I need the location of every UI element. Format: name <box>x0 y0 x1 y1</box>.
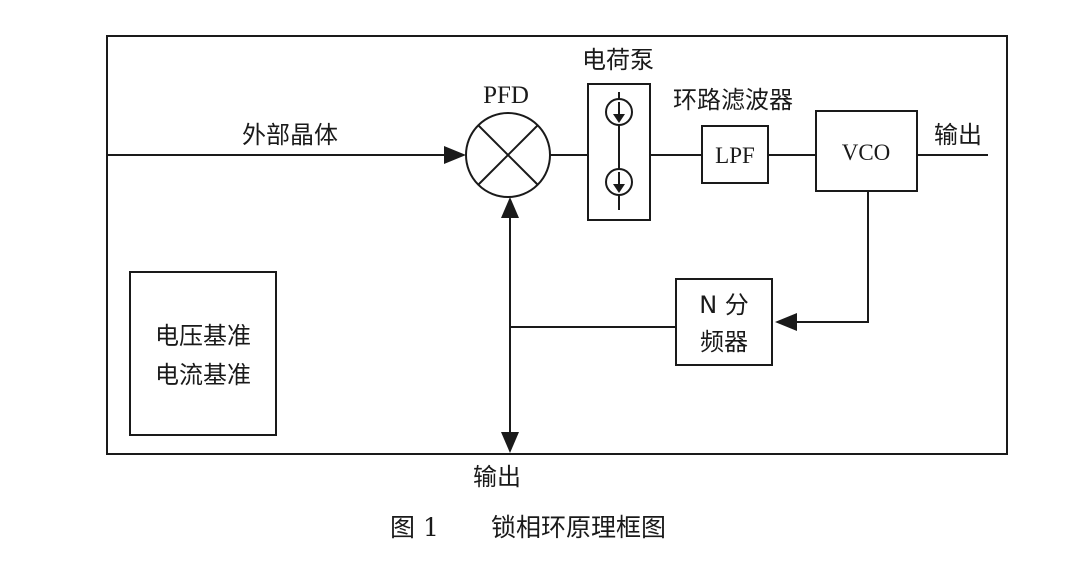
vco-label: VCO <box>842 140 891 165</box>
caption-number: 图 1 <box>390 513 439 542</box>
reference-label-line1: 电压基准 <box>155 322 251 350</box>
output-bottom-label: 输出 <box>473 463 521 491</box>
loop-filter-label: 环路滤波器 <box>673 86 793 114</box>
caption-title: 锁相环原理框图 <box>491 513 666 542</box>
lpf-label: LPF <box>715 143 755 168</box>
charge-pump-label: 电荷泵 <box>582 46 654 74</box>
divider-label-line1: N 分 <box>699 291 749 319</box>
vco-feedback-line <box>797 191 869 323</box>
pfd-label: PFD <box>483 82 529 109</box>
divider-input-arrow <box>775 313 797 331</box>
bottom-output-arrow <box>501 432 519 453</box>
output-right-label: 输出 <box>934 121 982 149</box>
lpf-box <box>701 125 769 184</box>
outer-frame <box>106 35 1008 455</box>
crystal-label: 外部晶体 <box>242 121 338 149</box>
crystal-input-arrow <box>444 146 466 164</box>
divider-box <box>675 278 773 366</box>
reference-label-line2: 电流基准 <box>155 361 251 389</box>
divider-label-line2: 频器 <box>700 328 748 356</box>
pfd-feedback-arrow <box>501 197 519 218</box>
pfd-cross-b <box>477 124 539 186</box>
vco-box <box>815 110 918 192</box>
reference-box <box>129 271 277 436</box>
